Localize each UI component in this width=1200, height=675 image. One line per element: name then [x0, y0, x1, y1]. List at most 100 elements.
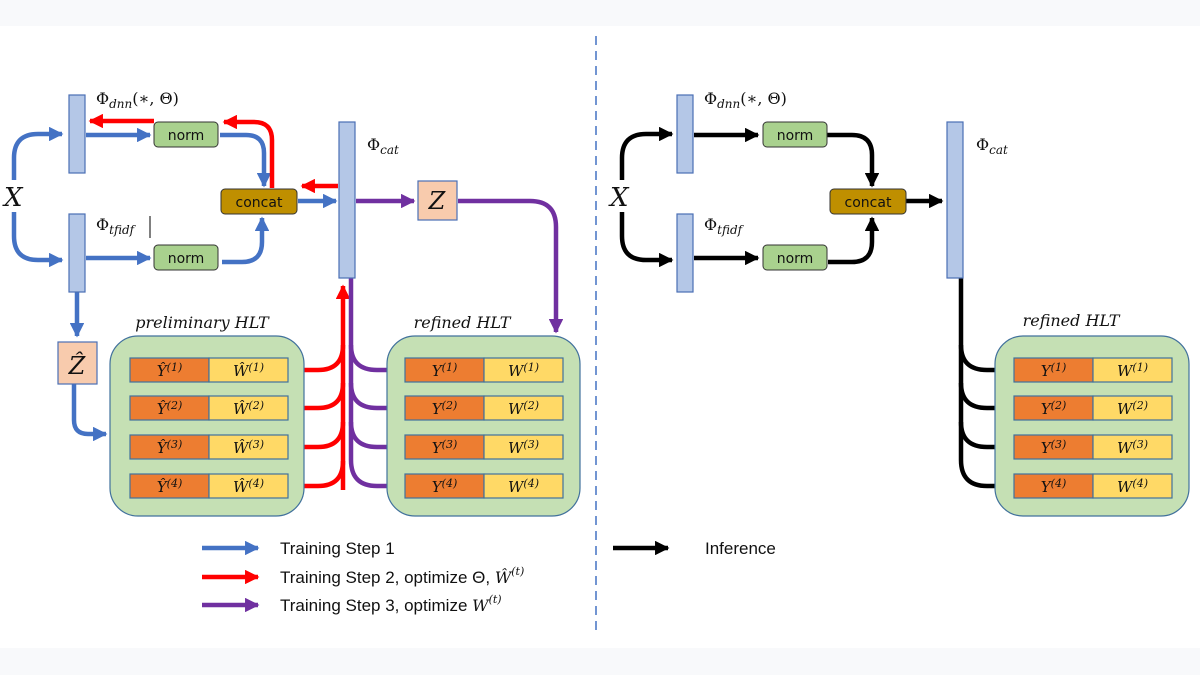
tfidf-layer	[676, 213, 694, 293]
bottom-band	[0, 648, 1200, 675]
y-cell	[404, 473, 485, 499]
norm-label: norm	[168, 128, 205, 144]
legend-label: Training Step 1	[280, 539, 395, 558]
legend-item-step2: Training Step 2, optimize Θ, Ŵ(t)	[202, 565, 524, 587]
y-cell-label: Y(1)	[1041, 361, 1067, 380]
w-cell-label: W(2)	[1117, 399, 1148, 418]
hlt-row: Ŷ(1) Ŵ(1)	[129, 357, 289, 383]
w-cell-label: W(1)	[508, 361, 539, 380]
tfidf-layer	[68, 213, 86, 293]
w-cell	[208, 473, 289, 499]
w-cell-label: W(3)	[1117, 438, 1148, 457]
dnn-layer	[676, 94, 694, 174]
training-panel: X Φdnn(∗, Θ) Φtfidf Φcat norm norm conca…	[2, 89, 581, 517]
w-cell-label: Ŵ(3)	[233, 438, 264, 457]
y-cell-label: Y(3)	[1041, 438, 1067, 457]
w-cell	[483, 357, 564, 383]
refined-hlt-title: refined HLT	[414, 313, 512, 332]
hlt-row: Y(4) W(4)	[404, 473, 564, 499]
y-cell-label: Y(2)	[432, 399, 458, 418]
w-cell	[208, 434, 289, 460]
cat-label: Φcat	[976, 135, 1008, 157]
y-cell-label: Ŷ(1)	[157, 361, 183, 380]
w-cell	[1092, 434, 1173, 460]
w-cell-label: Ŵ(2)	[233, 399, 264, 418]
w-cell	[483, 473, 564, 499]
hlt-row: Y(4) W(4)	[1013, 473, 1173, 499]
legend-item-step3: Training Step 3, optimize W(t)	[202, 593, 502, 615]
tfidf-label: Φtfidf	[96, 215, 137, 237]
w-cell	[1092, 473, 1173, 499]
hlt-row: Y(2) W(2)	[1013, 395, 1173, 421]
w-cell-label: W(4)	[1117, 477, 1148, 496]
norm-label: norm	[777, 251, 814, 267]
preliminary-hlt-rows: Ŷ(1) Ŵ(1) Ŷ(2) Ŵ(2) Ŷ(3) Ŵ(3) Ŷ(4)Ŵ(4)	[129, 357, 289, 499]
w-cell	[1092, 395, 1173, 421]
legend-label: Training Step 3, optimize W(t)	[280, 593, 502, 615]
preliminary-hlt-title: preliminary HLT	[135, 313, 270, 332]
refined-hlt-rows: Y(1) W(1) Y(2) W(2) Y(3) W(3) Y(4) W(4)	[1013, 357, 1173, 499]
norm-box-dnn	[153, 121, 219, 148]
hlt-row: Ŷ(2) Ŵ(2)	[129, 395, 289, 421]
refined-hlt-title: refined HLT	[1023, 311, 1121, 330]
norm-box-dnn	[762, 121, 828, 148]
y-cell	[1013, 434, 1094, 460]
legend-label: Inference	[705, 539, 776, 558]
y-cell-label: Y(2)	[1041, 399, 1067, 418]
w-cell	[483, 395, 564, 421]
concat-label: concat	[845, 195, 892, 211]
dnn-label: Φdnn(∗, Θ)	[704, 89, 787, 111]
y-cell	[1013, 473, 1094, 499]
concat-box	[829, 188, 907, 215]
z-label: Z	[428, 187, 447, 215]
cat-layer	[338, 121, 356, 279]
input-x-label: X	[608, 183, 630, 213]
dnn-layer	[68, 94, 86, 174]
dnn-label: Φdnn(∗, Θ)	[96, 89, 179, 111]
legend-item-step1: Training Step 1	[202, 539, 395, 558]
legend-item-inference: Inference	[613, 539, 776, 558]
y-cell-label: Ŷ(4)	[157, 477, 183, 496]
y-cell-label: Y(4)	[432, 477, 458, 496]
inference-panel: X Φdnn(∗, Θ) Φtfidf Φcat norm norm conca…	[608, 89, 1190, 517]
hlt-row: Ŷ(3) Ŵ(3)	[129, 434, 289, 460]
hlt-row: Y(2) W(2)	[404, 395, 564, 421]
legend-label: Training Step 2, optimize Θ, Ŵ(t)	[280, 565, 524, 587]
y-cell	[1013, 395, 1094, 421]
hlt-row: Ŷ(4)Ŵ(4)	[129, 473, 289, 499]
z-box	[417, 180, 458, 221]
y-cell-label: Y(4)	[1041, 477, 1067, 496]
w-cell-label: W(4)	[508, 477, 539, 496]
w-cell-label: W(2)	[508, 399, 539, 418]
step1-arrows	[11, 126, 338, 442]
y-cell-label: Y(1)	[432, 361, 458, 380]
cat-label: Φcat	[367, 135, 399, 157]
y-cell-label: Ŷ(2)	[157, 399, 183, 418]
hlt-row: Y(3) W(3)	[1013, 434, 1173, 460]
y-cell	[129, 434, 210, 460]
w-cell	[208, 357, 289, 383]
y-cell-label: Ŷ(3)	[157, 438, 183, 457]
w-cell	[483, 434, 564, 460]
w-cell-label: Ŵ(1)	[233, 361, 264, 380]
y-cell	[404, 395, 485, 421]
hlt-row: Y(3)W(3)	[404, 434, 564, 460]
top-band	[0, 0, 1200, 26]
refined-hlt-rows: Y(1) W(1) Y(2) W(2) Y(3)W(3) Y(4) W(4)	[404, 357, 564, 499]
step2-arrows	[88, 113, 351, 490]
y-cell	[129, 357, 210, 383]
norm-label: norm	[777, 128, 814, 144]
w-cell	[1092, 357, 1173, 383]
input-x-label: X	[2, 183, 24, 213]
norm-label: norm	[168, 251, 205, 267]
cat-layer	[946, 121, 964, 279]
hlt-row: Y(1) W(1)	[1013, 357, 1173, 383]
w-cell-label: W(3)	[508, 438, 539, 457]
hlt-row: Y(1) W(1)	[404, 357, 564, 383]
w-cell-label: W(1)	[1117, 361, 1148, 380]
concat-label: concat	[236, 195, 283, 211]
inference-arrows	[619, 126, 1012, 494]
norm-box-tfidf	[153, 244, 219, 271]
y-cell	[129, 395, 210, 421]
z-hat-box	[57, 341, 98, 385]
